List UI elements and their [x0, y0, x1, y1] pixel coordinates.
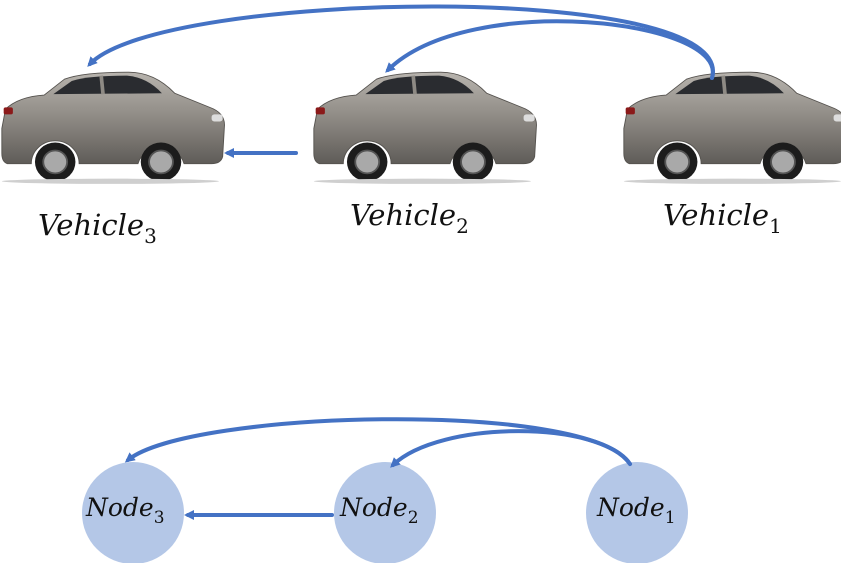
node-3-circle — [82, 462, 184, 563]
vehicle-1-label: Vehicle1 — [663, 198, 782, 238]
vehicle-3-image — [0, 70, 227, 186]
node-1-label: Node1 — [596, 493, 676, 528]
vehicle-2-label: Vehicle2 — [350, 198, 469, 238]
vehicle-2-image — [311, 70, 539, 186]
arrow-node1-to-node2 — [390, 429, 632, 468]
node-2-circle — [334, 462, 436, 563]
node-2-label: Node2 — [339, 493, 419, 528]
node-3-label: Node3 — [85, 493, 165, 528]
node-1-circle — [586, 462, 688, 563]
vehicle-3-label: Vehicle3 — [38, 208, 157, 248]
arrow-vehicle1-to-vehicle3 — [87, 4, 715, 80]
arrow-node1-to-node3 — [124, 417, 632, 466]
vehicle-1-image — [622, 70, 841, 186]
